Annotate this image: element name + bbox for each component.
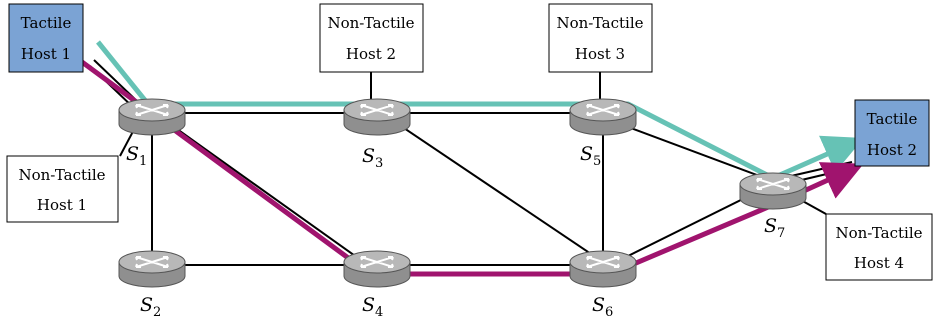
switch-label-s1-main: S [126, 143, 139, 165]
switch-label-s6: S6 [592, 294, 613, 320]
switch-label-s5-sub: 5 [593, 154, 601, 169]
link-s3-s6 [394, 121, 601, 261]
router-arrows-icon [135, 104, 169, 116]
switch-s3[interactable] [343, 98, 411, 136]
tactile-host-2[interactable]: Tactile Host 2 [854, 99, 930, 167]
switch-label-s1-sub: 1 [139, 154, 147, 169]
link-s5-s7 [619, 123, 774, 182]
switch-label-s6-sub: 6 [605, 305, 613, 320]
non-tactile-host-3-box [548, 3, 653, 73]
switch-s2[interactable] [118, 250, 186, 288]
router-arrows-icon [360, 256, 394, 268]
switch-s7[interactable] [739, 172, 807, 210]
router-arrows-icon [586, 104, 620, 116]
switches-layer [118, 98, 807, 288]
non-tactile-host-1-box [6, 155, 119, 223]
non-tactile-host-4[interactable]: Non-Tactile Host 4 [825, 213, 933, 281]
router-arrows-icon [135, 256, 169, 268]
non-tactile-host-3-line1: Non-Tactile [556, 14, 643, 32]
switch-label-s3: S3 [362, 145, 383, 171]
switch-label-s7: S7 [764, 215, 785, 241]
non-tactile-host-4-line1: Non-Tactile [835, 224, 922, 242]
switch-label-s4-sub: 4 [375, 305, 383, 320]
switch-label-s4-main: S [362, 294, 375, 316]
non-tactile-host-2-line1: Non-Tactile [327, 14, 414, 32]
tactile-host-2-line1: Tactile [867, 110, 918, 128]
tactile-host-1-line1: Tactile [21, 14, 72, 32]
switch-label-s2: S2 [140, 294, 161, 320]
switch-s5[interactable] [569, 98, 637, 136]
router-arrows-icon [756, 178, 790, 190]
switch-label-s5: S5 [580, 143, 601, 169]
switch-labels: S1 S2 S3 S4 S5 S6 S7 [126, 143, 785, 320]
link-s1-s4 [169, 123, 359, 259]
tactile-host-1-line2: Host 1 [21, 45, 71, 63]
non-tactile-host-2-line2: Host 2 [346, 45, 396, 63]
switch-label-s3-main: S [362, 145, 375, 167]
non-tactile-host-4-box [825, 213, 933, 281]
non-tactile-host-2-box [319, 3, 424, 73]
non-tactile-host-4-line2: Host 4 [854, 254, 904, 272]
router-arrows-icon [360, 104, 394, 116]
switch-s6[interactable] [569, 250, 637, 288]
switch-label-s2-main: S [140, 294, 153, 316]
non-tactile-host-1-line1: Non-Tactile [18, 166, 105, 184]
switch-label-s6-main: S [592, 294, 605, 316]
switch-label-s7-main: S [764, 215, 777, 237]
switch-s1[interactable] [118, 98, 186, 136]
switch-label-s1: S1 [126, 143, 147, 169]
tactile-host-1[interactable]: Tactile Host 1 [8, 3, 84, 73]
non-tactile-host-1[interactable]: Non-Tactile Host 1 [6, 155, 119, 223]
switch-label-s3-sub: 3 [375, 156, 383, 171]
non-tactile-host-2[interactable]: Non-Tactile Host 2 [319, 3, 424, 73]
switch-label-s7-sub: 7 [777, 226, 785, 241]
switch-label-s4: S4 [362, 294, 383, 320]
router-arrows-icon [586, 256, 620, 268]
non-tactile-host-3[interactable]: Non-Tactile Host 3 [548, 3, 653, 73]
switch-label-s2-sub: 2 [153, 305, 161, 320]
tactile-host-2-box [854, 99, 930, 167]
switch-label-s5-main: S [580, 143, 593, 165]
tactile-host-1-box [8, 3, 84, 73]
switch-s4[interactable] [343, 250, 411, 288]
tactile-host-2-line2: Host 2 [867, 141, 917, 159]
path-magenta [80, 59, 864, 277]
non-tactile-host-3-line2: Host 3 [575, 45, 625, 63]
non-tactile-host-1-line2: Host 1 [37, 196, 87, 214]
